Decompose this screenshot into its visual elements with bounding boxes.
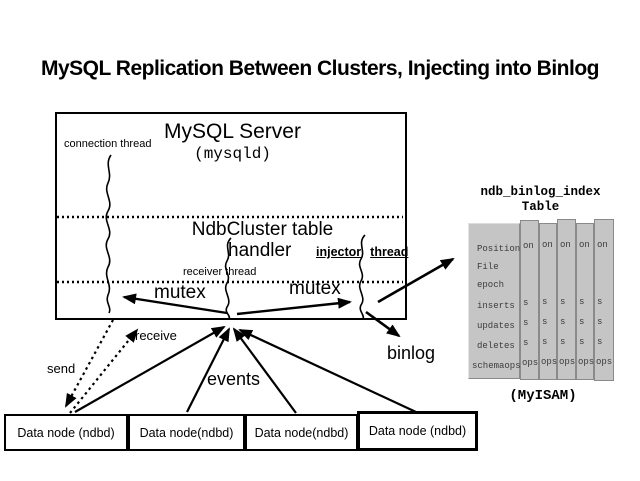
ndb-binlog-index-title: ndb_binlog_index Table [458, 185, 623, 215]
ndb-binlog-index-title-line2: Table [521, 200, 560, 214]
card5-tail: s [597, 337, 603, 347]
card2-tail: s [542, 297, 548, 307]
card2-tail: s [542, 317, 548, 327]
mutex-right-label: mutex [289, 278, 341, 299]
mysql-server-label: MySQL Server [164, 120, 301, 143]
card5-tail: s [597, 317, 603, 327]
column-deletes: deletes [477, 341, 515, 351]
card3-tail: s [560, 337, 566, 347]
card5-tail: s [597, 297, 603, 307]
data-node-2: Data node(ndbd) [128, 414, 245, 451]
data-node-1: Data node (ndbd) [4, 414, 128, 451]
card4-tail: s [579, 317, 585, 327]
thread-word: thread [370, 245, 409, 259]
card2-tail: s [542, 337, 548, 347]
card2-tail: ops [541, 357, 558, 367]
stacked-card-3: on s s s ops [557, 219, 576, 380]
receiver-thread-label: receiver thread [183, 266, 257, 278]
card4-tail: ops [578, 357, 595, 367]
card2-tail: on [542, 240, 553, 250]
data-node-4: Data node (ndbd) [357, 411, 478, 451]
card3-tail: s [560, 297, 566, 307]
mutex-left-label: mutex [154, 282, 206, 303]
column-schemaops: schemaops [472, 361, 521, 371]
mysqld-process-label: (mysqld) [194, 145, 271, 163]
binlog-label: binlog [387, 343, 436, 363]
receive-arrow [69, 328, 139, 414]
card1-tail: s [523, 298, 529, 308]
column-file: File [477, 262, 499, 272]
myisam-engine-label: (MyISAM) [509, 388, 577, 404]
injector-word: injector [316, 245, 362, 259]
events-label: events [207, 369, 261, 389]
card5-tail: on [597, 240, 608, 250]
binlog-index-card-stack: on s s s ops on s s s ops on s s s ops o… [466, 219, 616, 382]
injector-thread-label: injector thread [316, 245, 408, 259]
card5-tail: ops [596, 357, 613, 367]
binlog-index-front-card: Position File epoch inserts updates dele… [468, 223, 521, 379]
card4-tail: s [579, 297, 585, 307]
stacked-card-4: on s s s ops [576, 223, 594, 380]
stacked-card-5: on s s s ops [594, 219, 614, 381]
connection-thread-label: connection thread [64, 138, 152, 150]
ndbcluster-handler-label-line1: NdbCluster table [191, 219, 334, 240]
card3-tail: ops [559, 357, 576, 367]
card4-tail: on [579, 240, 590, 250]
stacked-card-1: on s s s ops [520, 220, 539, 380]
diagram-title: MySQL Replication Between Clusters, Inje… [40, 57, 600, 80]
card1-tail: s [523, 338, 529, 348]
receive-label: receive [135, 328, 177, 343]
send-label: send [47, 361, 76, 376]
data-node-3: Data node(ndbd) [245, 414, 358, 451]
stacked-card-2: on s s s ops [539, 223, 557, 380]
column-position: Position [477, 244, 521, 254]
card1-tail: s [523, 318, 529, 328]
card1-tail: on [523, 241, 534, 251]
column-inserts: inserts [477, 301, 515, 311]
ndb-binlog-index-title-line1: ndb_binlog_index [480, 185, 601, 199]
ndbcluster-handler-label-line2: handler [228, 240, 292, 261]
card1-tail: ops [522, 358, 539, 368]
column-updates: updates [477, 321, 515, 331]
column-epoch: epoch [477, 280, 505, 290]
card4-tail: s [579, 337, 585, 347]
card3-tail: s [560, 317, 566, 327]
card3-tail: on [560, 240, 571, 250]
